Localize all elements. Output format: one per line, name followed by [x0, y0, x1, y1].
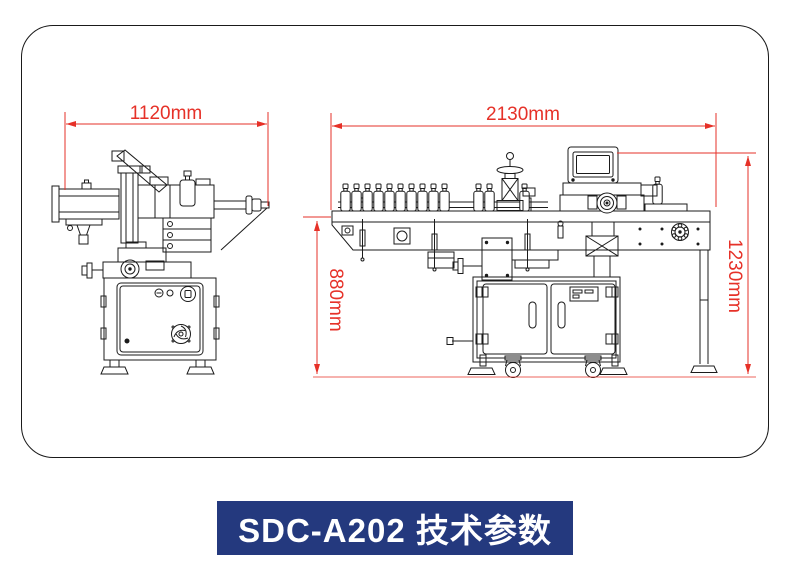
dimension-machine2-width: 2130mm [330, 104, 717, 210]
dimension-machine1-width: 1120mm [64, 103, 269, 206]
dimension-label-1230mm: 1230mm [724, 239, 745, 313]
page-title: SDC-A202 技术参数 [238, 512, 552, 549]
dimension-label-1120mm: 1120mm [130, 103, 203, 124]
dimension-annotations: 1120mm 2130mm 880mm 1230mm [64, 103, 756, 378]
dimension-machine2-belt-height: 880mm [303, 216, 346, 374]
right-machine-drawing [331, 146, 718, 378]
dimension-label-880mm: 880mm [325, 268, 346, 331]
technical-drawing: 1120mm 2130mm 880mm 1230mm [51, 103, 756, 378]
dimension-label-2130mm: 2130mm [486, 104, 560, 125]
title-banner: SDC-A202 技术参数 [217, 501, 573, 555]
left-machine-drawing [51, 149, 270, 375]
dimension-machine2-total-height: 1230mm [617, 152, 756, 374]
